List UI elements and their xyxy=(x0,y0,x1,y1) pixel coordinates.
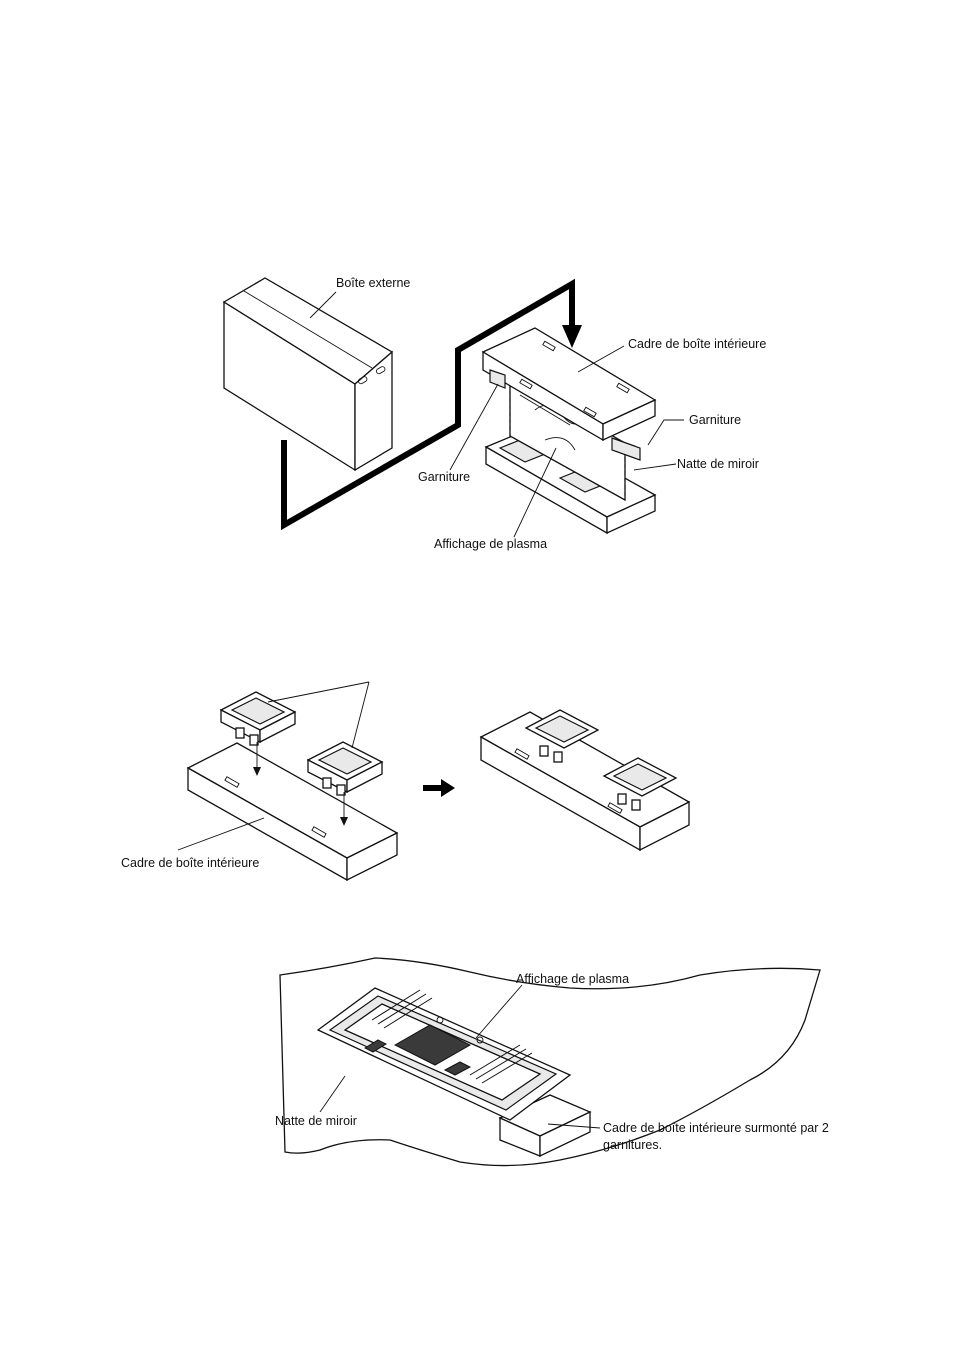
label-cushion-left: Garniture xyxy=(418,470,470,484)
frame-after xyxy=(481,710,689,850)
label-outer-box: Boîte externe xyxy=(336,276,410,290)
cushion-right xyxy=(308,742,382,795)
transition-arrow xyxy=(423,779,455,797)
outer-box xyxy=(224,278,392,470)
figure-2-cushion-placement: Cadre de boîte intérieure xyxy=(121,682,689,880)
figure-3-display-on-mat: Affichage de plasma Natte de miroir Cadr… xyxy=(275,958,829,1166)
label-mirror-mat: Natte de miroir xyxy=(677,457,759,471)
label-plasma-display-3: Affichage de plasma xyxy=(516,972,629,986)
label-inner-frame-3-line1: Cadre de boîte intérieure surmonté par 2 xyxy=(603,1121,829,1135)
figure-1-unpacking: Boîte externe Cadre de boîte intérieure … xyxy=(224,276,766,551)
label-inner-frame-3-line2: garnitures. xyxy=(603,1138,662,1152)
cushion-left xyxy=(221,692,295,745)
label-inner-frame-2: Cadre de boîte intérieure xyxy=(121,856,259,870)
label-mirror-mat-3: Natte de miroir xyxy=(275,1114,357,1128)
label-inner-frame: Cadre de boîte intérieure xyxy=(628,337,766,351)
label-plasma-display: Affichage de plasma xyxy=(434,537,547,551)
label-cushion-right: Garniture xyxy=(689,413,741,427)
